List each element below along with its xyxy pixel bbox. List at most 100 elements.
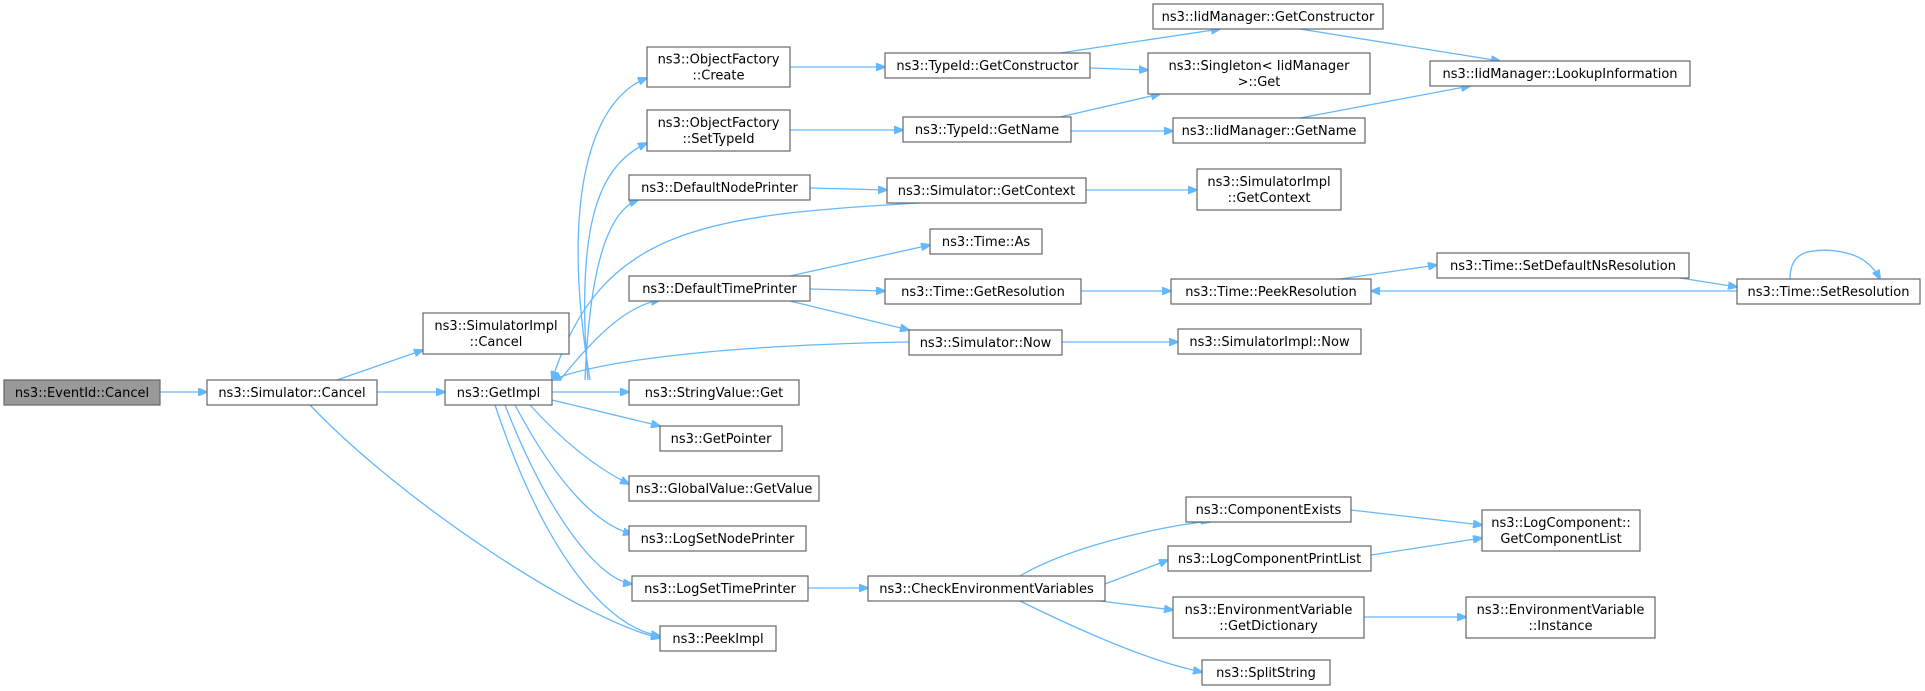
node-box	[628, 174, 811, 201]
graph-node[interactable]: ns3::DefaultTimePrinter	[628, 275, 811, 302]
graph-node[interactable]: ns3::Simulator::GetContext	[886, 177, 1087, 204]
graph-node[interactable]: ns3::IidManager::GetConstructor	[1152, 3, 1384, 30]
node-box	[1196, 168, 1342, 211]
graph-node[interactable]: ns3::PeekImpl	[659, 625, 777, 652]
node-box	[646, 46, 791, 88]
edge-n31-n35	[1350, 509, 1482, 525]
node-label: ns3::IidManager::GetName	[1182, 124, 1357, 139]
graph-node[interactable]: ns3::Time::SetResolution	[1736, 278, 1921, 305]
edge-n9-n19	[809, 289, 885, 291]
edge-n4-n9	[559, 300, 660, 381]
graph-node[interactable]: ns3::ObjectFactory::Create	[646, 46, 791, 88]
node-label: ns3::Time::SetResolution	[1748, 285, 1910, 300]
node-label: ns3::SimulatorImpl	[1207, 175, 1330, 190]
node-label: ns3::LogComponent::	[1491, 516, 1631, 531]
edge-n22-n25	[1299, 28, 1500, 61]
node-label: >::Get	[1238, 75, 1281, 90]
node-box	[1152, 3, 1384, 30]
node-label: ns3::LogSetNodePrinter	[641, 532, 795, 547]
node-box	[1172, 117, 1366, 144]
node-label: ns3::Time::PeekResolution	[1185, 285, 1356, 300]
node-label: ns3::IidManager::LookupInformation	[1442, 67, 1677, 82]
node-box	[1201, 659, 1331, 686]
node-box	[646, 109, 791, 152]
graph-node[interactable]: ns3::EnvironmentVariable::GetDictionary	[1172, 596, 1365, 639]
edge-n29-n29	[1789, 249, 1880, 279]
node-label: ::Cancel	[470, 335, 523, 350]
node-box	[628, 275, 811, 302]
node-label: ns3::Time::As	[942, 235, 1031, 250]
node-label: ns3::Simulator::Now	[920, 336, 1052, 351]
node-box	[206, 379, 378, 406]
node-label: ns3::GlobalValue::GetValue	[636, 482, 813, 497]
graph-node[interactable]: ns3::SimulatorImpl::GetContext	[1196, 168, 1342, 211]
node-label: ns3::GetPointer	[671, 432, 772, 447]
node-label: ns3::EventId::Cancel	[15, 386, 149, 401]
node-label: ns3::Time::GetResolution	[901, 285, 1065, 300]
graph-node[interactable]: ns3::Time::GetResolution	[884, 278, 1082, 305]
graph-node[interactable]: ns3::EnvironmentVariable::Instance	[1465, 596, 1656, 639]
node-box	[1172, 596, 1365, 639]
node-label: GetComponentList	[1500, 532, 1621, 547]
node-box	[631, 575, 809, 602]
node-label: ns3::TypeId::GetName	[915, 123, 1059, 138]
node-label: ns3::EnvironmentVariable	[1185, 603, 1353, 618]
node-box	[1170, 278, 1372, 305]
graph-node[interactable]: ns3::LogSetTimePrinter	[631, 575, 809, 602]
graph-node[interactable]: ns3::IidManager::LookupInformation	[1429, 60, 1691, 87]
node-box	[422, 312, 570, 355]
edge-n15-n23	[1089, 68, 1148, 70]
node-box	[444, 379, 553, 406]
graph-node[interactable]: ns3::Time::SetDefaultNsResolution	[1436, 252, 1690, 279]
node-label: ns3::CheckEnvironmentVariables	[879, 582, 1094, 597]
graph-node[interactable]: ns3::StringValue::Get	[628, 379, 800, 406]
nodes-layer: ns3::EventId::Cancel ns3::Simulator::Canc…	[3, 3, 1921, 686]
graph-node[interactable]: ns3::SimulatorImpl::Now	[1177, 328, 1362, 355]
graph-node[interactable]: ns3::CheckEnvironmentVariables	[867, 575, 1106, 602]
graph-node[interactable]: ns3::GetPointer	[659, 425, 783, 452]
graph-node[interactable]: ns3::GetImpl	[444, 379, 553, 406]
node-box	[908, 329, 1063, 356]
edge-n21-n33	[1099, 600, 1173, 610]
node-label: ns3::IidManager::GetConstructor	[1162, 10, 1375, 25]
graph-node[interactable]: ns3::Time::PeekResolution	[1170, 278, 1372, 305]
graph-node[interactable]: ns3::LogComponent::GetComponentList	[1481, 509, 1641, 552]
node-box	[1177, 328, 1362, 355]
edge-n4-n8	[584, 200, 638, 381]
graph-node[interactable]: ns3::GlobalValue::GetValue	[628, 475, 820, 502]
graph-node[interactable]: ns3::Simulator::Cancel	[206, 379, 378, 406]
graph-node[interactable]: ns3::TypeId::GetName	[902, 116, 1072, 143]
node-box	[628, 525, 807, 552]
edge-n9-n18	[789, 245, 930, 277]
graph-node[interactable]: ns3::IidManager::GetName	[1172, 117, 1366, 144]
graph-node[interactable]: ns3::LogComponentPrintList	[1167, 545, 1372, 572]
graph-node[interactable]: ns3::LogSetNodePrinter	[628, 525, 807, 552]
graph-node[interactable]: ns3::TypeId::GetConstructor	[884, 52, 1091, 79]
node-box	[1436, 252, 1690, 279]
edge-n24-n25	[1299, 86, 1470, 119]
graph-node[interactable]: ns3::ComponentExists	[1185, 496, 1352, 523]
edge-n27-n28	[1339, 265, 1437, 280]
node-box	[3, 379, 161, 406]
node-label: ns3::DefaultNodePrinter	[641, 181, 798, 196]
node-box	[929, 228, 1043, 255]
node-label: ns3::DefaultTimePrinter	[642, 282, 797, 297]
edge-n21-n34	[1019, 600, 1202, 672]
node-box	[1465, 596, 1656, 639]
graph-node[interactable]: ns3::SplitString	[1201, 659, 1331, 686]
graph-node[interactable]: ns3::ObjectFactory::SetTypeId	[646, 109, 791, 152]
edge-n15-n22	[1059, 29, 1220, 54]
node-box	[659, 425, 783, 452]
graph-node[interactable]: ns3::DefaultNodePrinter	[628, 174, 811, 201]
graph-node[interactable]: ns3::Singleton< IidManager >::Get	[1147, 52, 1371, 95]
node-box	[628, 379, 800, 406]
node-label: ns3::Simulator::Cancel	[218, 386, 365, 401]
graph-node[interactable]: ns3::EventId::Cancel	[3, 379, 161, 406]
graph-node[interactable]: ns3::SimulatorImpl::Cancel	[422, 312, 570, 355]
node-label: ns3::GetImpl	[457, 386, 541, 401]
graph-node[interactable]: ns3::Simulator::Now	[908, 329, 1063, 356]
edge-n4-n12	[529, 404, 629, 484]
edge-n20-n4	[552, 341, 910, 380]
graph-node[interactable]: ns3::Time::As	[929, 228, 1043, 255]
